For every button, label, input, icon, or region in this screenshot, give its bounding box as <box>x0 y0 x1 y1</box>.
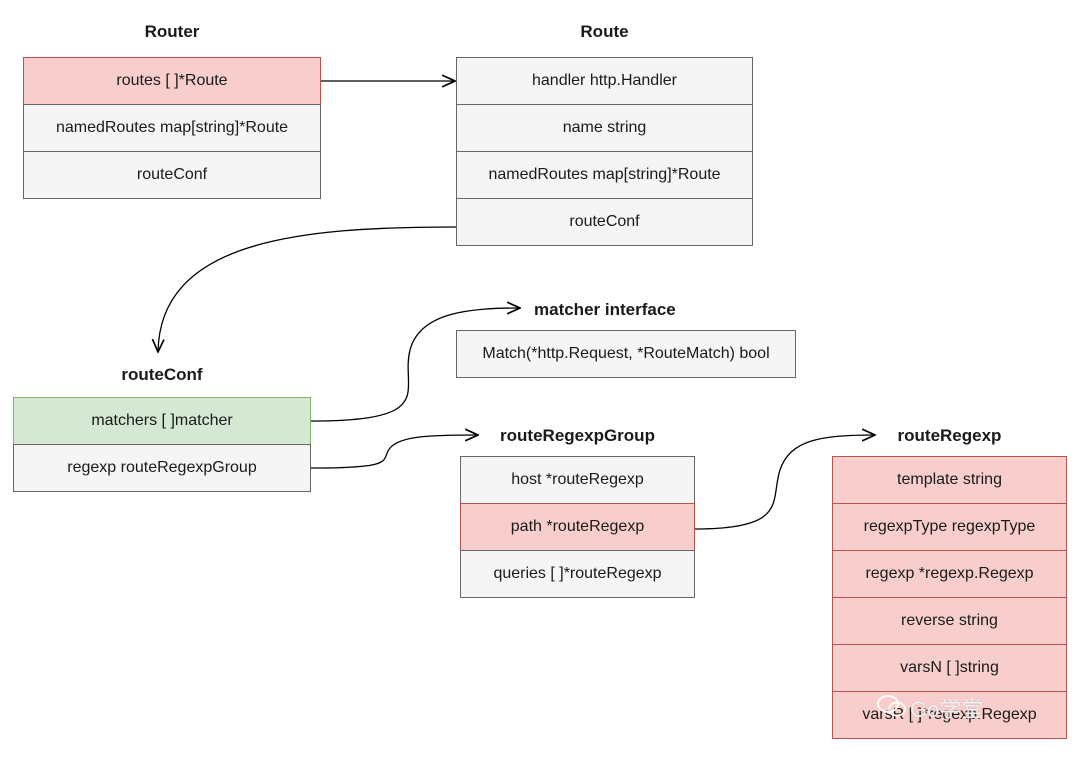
routeregexp-field: varsR [ ]*regexp.Regexp <box>832 691 1067 739</box>
arrow-routeconf-to-routeconf <box>158 226 457 352</box>
routeregexp-struct: template string regexpType regexpType re… <box>832 456 1067 739</box>
routeconf-title: routeConf <box>121 365 203 384</box>
arrow-regexp-to-group <box>310 435 478 469</box>
route-field: name string <box>456 104 753 152</box>
routeregexp-field: reverse string <box>832 597 1067 645</box>
routeregexpgroup-field: host *routeRegexp <box>460 456 695 504</box>
routeregexp-field: varsN [ ]string <box>832 644 1067 692</box>
routeconf-struct: matchers [ ]matcher regexp routeRegexpGr… <box>13 397 311 492</box>
router-field: routeConf <box>23 151 321 199</box>
router-field: routes [ ]*Route <box>23 57 321 105</box>
route-struct: handler http.Handler name string namedRo… <box>456 57 753 246</box>
routeregexpgroup-field: path *routeRegexp <box>460 503 695 551</box>
arrow-path-to-routeregexp <box>694 435 875 530</box>
arrow-matchers-to-matcher <box>310 308 520 422</box>
matcher-title: matcher interface <box>534 300 676 319</box>
router-struct: routes [ ]*Route namedRoutes map[string]… <box>23 57 321 199</box>
routeconf-field: regexp routeRegexpGroup <box>13 444 311 492</box>
router-title: Router <box>144 22 200 41</box>
route-field: namedRoutes map[string]*Route <box>456 151 753 199</box>
route-title: Route <box>580 22 629 41</box>
matcher-interface: Match(*http.Request, *RouteMatch) bool <box>456 330 796 378</box>
routeregexpgroup-struct: host *routeRegexp path *routeRegexp quer… <box>460 456 695 598</box>
routeregexp-field: regexp *regexp.Regexp <box>832 550 1067 598</box>
watermark-text: Go学堂 <box>910 697 984 722</box>
route-field: routeConf <box>456 198 753 246</box>
wechat-icon <box>877 695 906 717</box>
router-field: namedRoutes map[string]*Route <box>23 104 321 152</box>
routeregexp-title: routeRegexp <box>897 426 1002 445</box>
routeregexpgroup-field: queries [ ]*routeRegexp <box>460 550 695 598</box>
routeconf-field: matchers [ ]matcher <box>13 397 311 445</box>
routeregexp-field: template string <box>832 456 1067 504</box>
route-field: handler http.Handler <box>456 57 753 105</box>
routeregexp-field: regexpType regexpType <box>832 503 1067 551</box>
matcher-method: Match(*http.Request, *RouteMatch) bool <box>456 330 796 378</box>
routeregexpgroup-title: routeRegexpGroup <box>500 426 655 445</box>
